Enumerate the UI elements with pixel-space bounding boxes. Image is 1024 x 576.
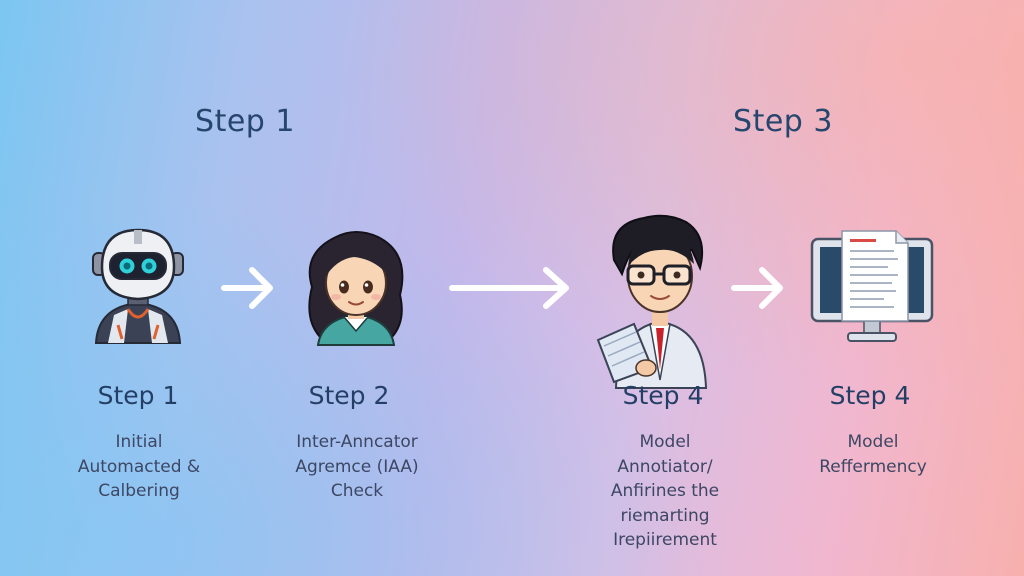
description-line: Initial — [115, 432, 163, 452]
man-annotator-icon — [596, 214, 708, 389]
woman-annotator-icon — [308, 231, 404, 346]
arrow-right-long-icon — [449, 267, 569, 309]
description-line: Annotiator/ — [617, 456, 713, 477]
description-line: Irepiirement — [613, 530, 717, 550]
description-line: Inter-Anncator — [296, 432, 418, 452]
description-line: Model — [639, 432, 691, 452]
description-line: Automacted & — [77, 456, 201, 477]
heading-step-1: Step 1 — [195, 104, 295, 139]
step-description-1: Initial Automacted & Calbering — [34, 430, 244, 504]
step-description-3: Model Annotiator/ Anfirines the riemarti… — [560, 430, 770, 553]
description-line: Check — [330, 481, 384, 501]
step-description-2: Inter-Anncator Agremce (IAA) Check — [252, 430, 462, 504]
step-description-4: Model Reffermency — [768, 430, 978, 479]
step-label-4: Step 4 — [829, 381, 911, 410]
computer-monitor-icon — [810, 230, 934, 342]
description-line: Anfirines the — [610, 481, 720, 501]
description-line: Calbering — [98, 481, 180, 501]
step-label-1: Step 1 — [97, 381, 179, 410]
arrow-right-icon — [731, 267, 783, 309]
description-line: Reffermency — [819, 456, 927, 477]
arrow-right-icon — [221, 267, 273, 309]
step-label-3: Step 4 — [622, 381, 704, 410]
step-label-2: Step 2 — [308, 381, 390, 410]
robot-icon — [92, 228, 184, 344]
description-line: riemarting — [620, 505, 710, 526]
heading-step-3: Step 3 — [733, 104, 833, 139]
description-line: Agremce (IAA) — [295, 456, 419, 477]
description-line: Model — [847, 432, 899, 452]
